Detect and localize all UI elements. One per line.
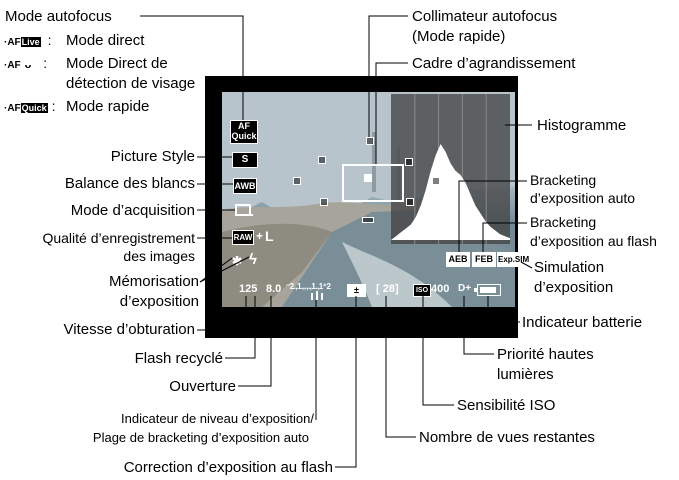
shots-remaining: [ 28] (376, 283, 399, 295)
af-quick-icon-top: AF (238, 121, 250, 131)
quality-l: L (265, 228, 274, 244)
af-face-icon: ᴗ (24, 59, 32, 71)
exposure-marks (310, 291, 324, 300)
expsim-indicator: Exp.SIM (497, 252, 529, 267)
histogram-area (391, 144, 510, 240)
label-af-live: Mode direct (66, 32, 145, 49)
af-point (362, 217, 374, 223)
af-live-code: ·AF (4, 37, 21, 48)
label-aeb-1: Bracketing (530, 172, 597, 188)
label-picture-style: Picture Style (110, 148, 195, 165)
label-quality-2: des images (123, 248, 195, 264)
picture-style-letter: S (241, 154, 249, 165)
label-ae-lock-1: Mémorisation (108, 273, 199, 290)
af-quick-icon-bottom: Quick (231, 131, 257, 141)
ae-lock-icon: ✱ (232, 254, 243, 268)
af-live-sep: : (47, 32, 52, 48)
af-point (364, 174, 372, 182)
label-shutter: Vitesse d’obturation (63, 321, 195, 338)
af-point (293, 177, 301, 185)
af-quick-badge: Quick (20, 103, 48, 113)
af-quick-code: ·AF (4, 103, 21, 114)
label-ae-lock-2: d’exposition (119, 293, 199, 310)
flash-icon: ϟ (249, 251, 257, 268)
label-expsim-1: Simulation (534, 259, 605, 276)
label-drive: Mode d’acquisition (70, 202, 195, 219)
raw-icon: RAW (232, 230, 254, 245)
label-exp-level-1: Indicateur de niveau d’exposition/ (121, 411, 314, 426)
iso-badge: ISO (413, 284, 431, 297)
af-face-sep: : (43, 55, 48, 71)
af-point (366, 137, 374, 145)
af-face-code: ·AF (4, 60, 21, 71)
label-flash-ready: Flash recyclé (134, 350, 223, 367)
af-quick-icon: AF Quick (230, 120, 258, 144)
label-flash-comp: Correction d’exposition au flash (123, 459, 333, 476)
highlight-priority-icon: D+ (458, 283, 472, 294)
iso-value: 400 (431, 283, 450, 295)
label-exp-level-2: Plage de bracketing d’exposition auto (92, 430, 309, 445)
af-point (320, 198, 328, 206)
drive-mode-icon (235, 204, 253, 216)
magnify-frame (342, 164, 404, 202)
label-expsim-2: d’exposition (534, 279, 614, 296)
exposure-scale: ⁻2.,1.,.,.,1.,1⁺2 (286, 282, 331, 291)
label-af-face-1: Mode Direct de (66, 55, 168, 72)
quality-plus: + (256, 229, 264, 243)
battery-icon (474, 284, 501, 296)
label-highlight-2: lumières (497, 366, 554, 383)
label-histogram: Histogramme (537, 117, 627, 134)
shutter-value: 125 (239, 283, 258, 295)
label-wb: Balance des blancs (64, 175, 195, 192)
af-point (406, 198, 414, 206)
label-af-quick: Mode rapide (66, 98, 150, 115)
label-highlight-1: Priorité hautes (497, 346, 594, 363)
af-point (405, 158, 413, 166)
flash-comp-icon: ± (347, 284, 366, 297)
label-af-face-2: détection de visage (66, 75, 196, 92)
label-shots: Nombre de vues restantes (419, 429, 595, 446)
af-point (318, 156, 326, 164)
af-face-row: ·AF ᴗ : (4, 55, 47, 74)
af-live-row: ·AFLive : (4, 32, 51, 51)
label-af-point-2: (Mode rapide) (412, 28, 506, 45)
histogram-panel (391, 94, 510, 244)
aperture-value: 8.0 (266, 283, 282, 295)
label-battery: Indicateur batterie (522, 314, 643, 331)
label-aperture: Ouverture (169, 378, 236, 395)
quality-group: RAW + L (232, 228, 282, 246)
label-feb-1: Bracketing (530, 214, 597, 230)
wb-icon: AWB (233, 178, 257, 194)
aeb-indicator: AEB (446, 252, 470, 267)
feb-indicator: FEB (472, 252, 496, 267)
picture-style-icon: S (232, 152, 258, 168)
label-feb-2: d’exposition au flash (530, 233, 657, 249)
label-aeb-2: d’exposition auto (530, 190, 636, 206)
af-quick-sep: : (51, 98, 56, 114)
af-live-badge: Live (20, 37, 41, 47)
label-iso: Sensibilité ISO (457, 397, 556, 414)
af-quick-row: ·AFQuick : (4, 98, 55, 117)
label-mode-af: Mode autofocus (5, 8, 112, 25)
af-point (432, 177, 440, 185)
label-magnify: Cadre d’agrandissement (412, 55, 576, 72)
label-quality-1: Qualité d’enregistrement (42, 230, 195, 246)
label-af-point-1: Collimateur autofocus (412, 8, 558, 25)
